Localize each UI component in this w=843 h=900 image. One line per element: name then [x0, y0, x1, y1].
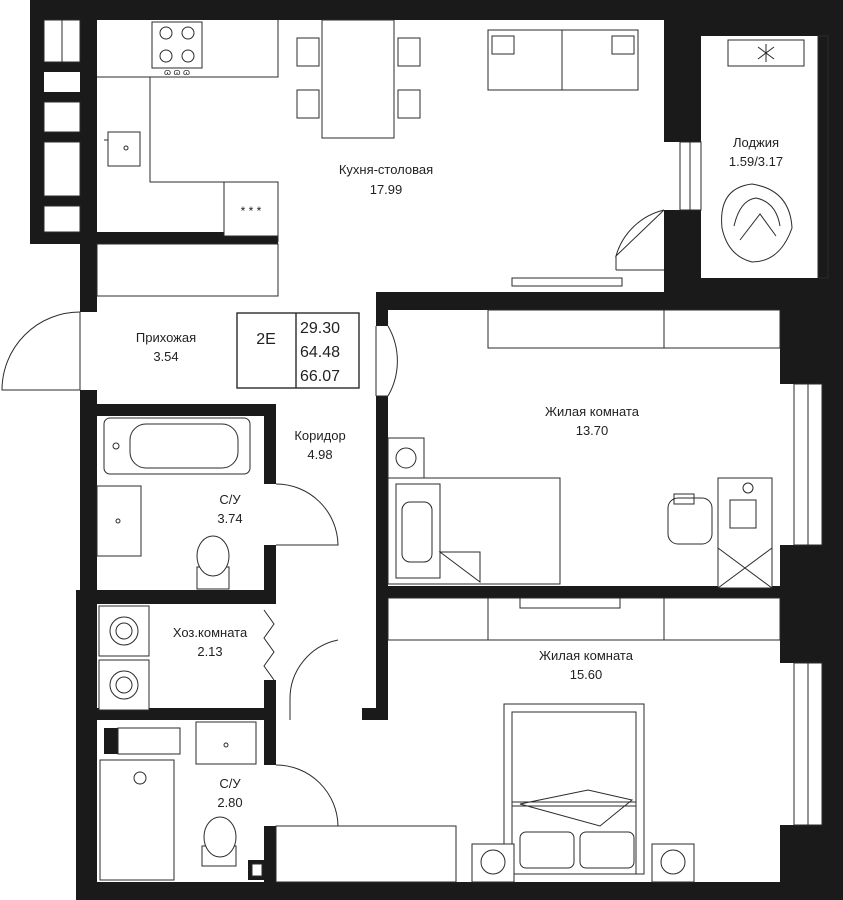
bath1-area: 3.74: [217, 511, 242, 526]
hall-area: 3.54: [153, 349, 178, 364]
utility-fixtures: [98, 605, 150, 711]
bath1-fixtures: [96, 417, 251, 590]
corridor-area: 4.98: [307, 447, 332, 462]
kitchen-name: Кухня-столовая: [339, 162, 433, 177]
svg-text:* * *: * * *: [241, 204, 262, 218]
living1-area: 13.70: [576, 423, 609, 438]
doors: [1, 209, 665, 827]
loggia-name: Лоджия: [733, 135, 779, 150]
apartment-type-code: 2Е: [256, 331, 276, 348]
living2-area: 15.60: [570, 667, 603, 682]
area-total: 64.48: [300, 344, 340, 361]
room-labels: Кухня-столовая 17.99 Лоджия 1.59/3.17 Пр…: [136, 135, 783, 810]
svg-text:ɷ ɷ ɷ: ɷ ɷ ɷ: [164, 67, 190, 77]
corridor-name: Коридор: [294, 428, 345, 443]
apartment-info-box: 2Е 29.30 64.48 66.07: [236, 312, 360, 389]
area-living: 29.30: [300, 320, 340, 337]
bath1-name: С/У: [219, 492, 241, 507]
living1-furniture: [387, 309, 781, 589]
utility-name: Хоз.комната: [173, 625, 248, 640]
utility-area: 2.13: [197, 644, 222, 659]
bath2-name: С/У: [219, 776, 241, 791]
living2-name: Жилая комната: [539, 648, 634, 663]
windows: [43, 19, 829, 826]
loggia-area: 1.59/3.17: [729, 154, 783, 169]
kitchen-furniture: ɷ ɷ ɷ * * *: [96, 19, 639, 297]
bath2-fixtures: [99, 721, 266, 881]
area-total-with-loggia: 66.07: [300, 368, 340, 385]
hall-name: Прихожая: [136, 330, 196, 345]
loggia-furniture: [721, 39, 805, 263]
bath2-area: 2.80: [217, 795, 242, 810]
kitchen-area: 17.99: [370, 182, 403, 197]
living1-name: Жилая комната: [545, 404, 640, 419]
walls: [30, 0, 843, 900]
living2-furniture: [275, 597, 781, 883]
